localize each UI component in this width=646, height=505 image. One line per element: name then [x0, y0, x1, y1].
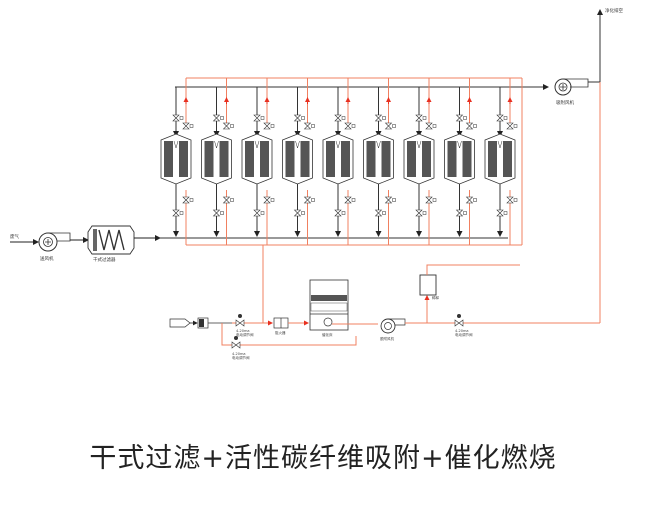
adsorber-column [201, 78, 234, 245]
adsorber-vessel-icon [160, 133, 192, 185]
valve-b-name: 电动调节阀 [232, 355, 250, 360]
valve-icon [263, 196, 275, 204]
valve-icon [222, 122, 234, 130]
valve-icon [182, 122, 194, 130]
adsorber-column [241, 78, 275, 245]
flame-arrester-icon [273, 317, 289, 329]
valve-icon [293, 209, 305, 217]
adsorber-vessel-icon [282, 133, 313, 185]
valve-icon [506, 122, 518, 130]
valve-icon [465, 122, 477, 130]
valve-icon [496, 209, 508, 217]
supply-fan-icon [38, 232, 71, 252]
valve-icon [253, 209, 265, 217]
adsorber-vessel-icon [363, 133, 394, 185]
valve-icon [293, 114, 305, 122]
valve-icon [384, 196, 396, 204]
adsorber-bank [160, 78, 518, 245]
adsorber-vessel-icon [403, 133, 435, 185]
valve-icon [425, 196, 437, 204]
desorb-fan-icon [380, 318, 406, 334]
valve-icon [172, 114, 184, 122]
valve-b-spec: 4-20ma [232, 352, 246, 356]
valve-icon [425, 122, 437, 130]
adsorber-vessel-icon [241, 133, 273, 185]
valve-icon [263, 122, 275, 130]
inlet-label: 废气 [10, 233, 19, 240]
valve-icon [415, 209, 427, 217]
dry-filter-label: 干式过滤器 [93, 256, 116, 263]
valve-icon [384, 122, 396, 130]
valve-icon [222, 196, 234, 204]
valve-icon [182, 196, 194, 204]
exhaust-fan-icon [554, 78, 589, 96]
valve-icon [374, 114, 386, 122]
valve-icon [496, 114, 508, 122]
valve-a-name: 电动调节阀 [236, 332, 254, 337]
valve-icon [374, 209, 386, 217]
valve-icon [334, 209, 346, 217]
valve-icon [344, 122, 356, 130]
valve-icon [303, 196, 315, 204]
adsorber-vessel-icon [322, 133, 354, 185]
desorb-fan-label: 脱附风机 [380, 336, 394, 341]
valve-a-spec: 4-20ma [236, 329, 250, 333]
valve-icon [344, 196, 356, 204]
valve-icon [172, 209, 184, 217]
control-valve-a-icon [235, 314, 245, 327]
exhaust-fan-label: 吸附风机 [556, 99, 574, 106]
catalytic-bed-label: 催化床 [322, 332, 333, 337]
supply-fan-label: 送风机 [40, 255, 54, 262]
valve-c-spec: 4-20ma [455, 329, 469, 333]
valve-icon [455, 114, 467, 122]
valve-icon [212, 114, 224, 122]
valve-icon [334, 114, 346, 122]
valve-c-name: 电动调节阀 [455, 332, 473, 337]
catalytic-bed-icon [309, 279, 349, 331]
inlet-section: 废气 送风机 干式过滤器 [10, 225, 161, 263]
diagram-title: 干式过滤+活性碳纤维吸附+催化燃烧 [89, 443, 557, 474]
exhaust-section: 吸附风机 净化排空 [554, 7, 623, 323]
control-valve-c-icon [454, 314, 464, 327]
adsorber-column [403, 78, 437, 245]
valve-icon [212, 209, 224, 217]
filter-small-icon [197, 317, 209, 329]
adsorber-column [363, 78, 396, 245]
dry-filter-icon [87, 225, 135, 255]
air-inlet-icon [169, 318, 198, 328]
dilution-tank-icon [419, 274, 437, 296]
adsorber-vessel-icon [444, 133, 475, 185]
outlet-label: 净化排空 [605, 7, 623, 14]
flame-arrester-label: 阻火器 [275, 330, 286, 335]
valve-icon [415, 114, 427, 122]
adsorber-vessel-icon [484, 133, 516, 185]
adsorber-column [282, 78, 315, 245]
valve-icon [465, 196, 477, 204]
adsorber-column [322, 78, 356, 245]
adsorber-column [160, 78, 194, 245]
valve-icon [303, 122, 315, 130]
adsorber-vessel-icon [201, 133, 232, 185]
control-valve-b-icon [231, 336, 241, 349]
valve-icon [455, 209, 467, 217]
valve-icon [253, 114, 265, 122]
main-headers [158, 77, 549, 246]
valve-icon [506, 196, 518, 204]
adsorber-column [484, 78, 518, 245]
dilution-tank-label: 稀释 [432, 295, 440, 300]
adsorber-column [444, 78, 477, 245]
catalytic-section: 4-20ma 电动调节阀 阻火器 4-20ma 电动调节阀 催化床 [169, 245, 600, 360]
